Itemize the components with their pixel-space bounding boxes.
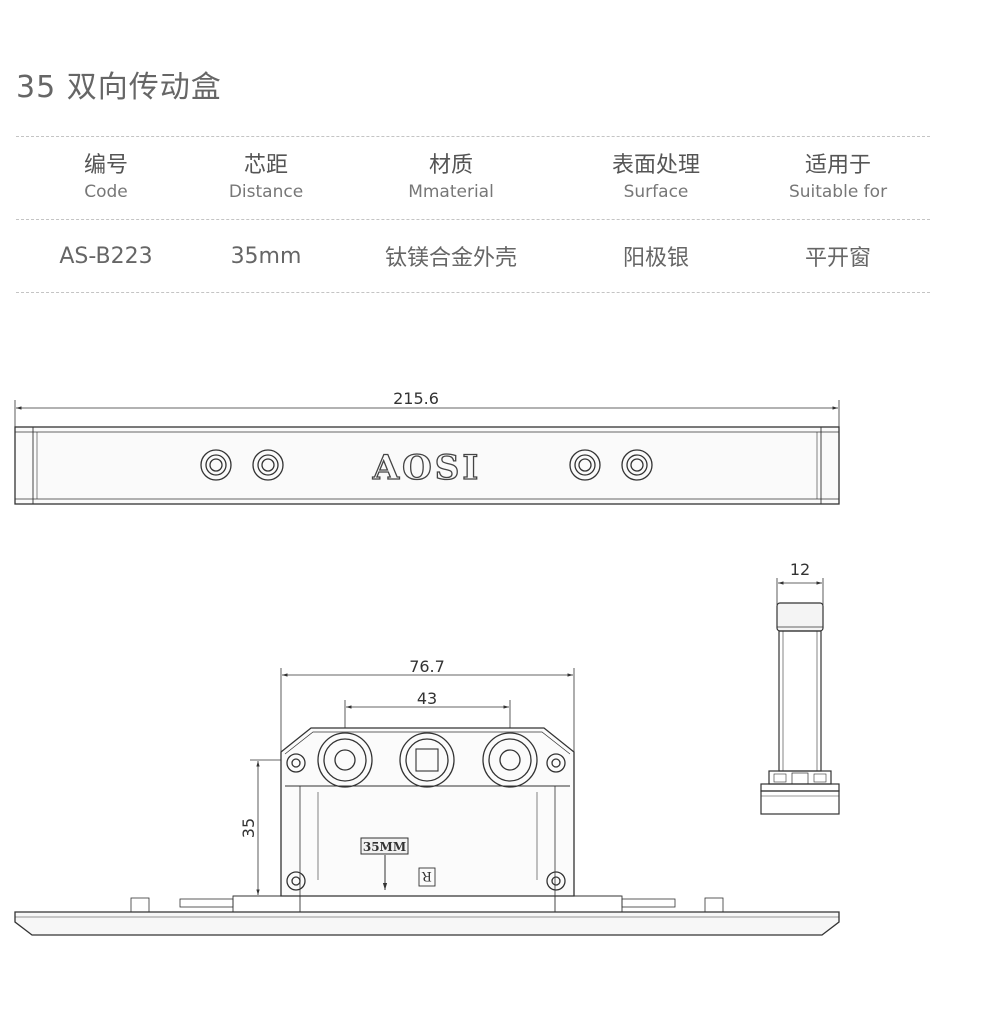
right-boss [482, 732, 538, 788]
header-suitable-for: 适用于 Suitable for [788, 153, 888, 202]
top-view [14, 400, 840, 505]
table-header-row: 编号 Code 芯距 Distance 材质 Mmaterial 表面处理 Su… [16, 137, 930, 219]
spec-table: 编号 Code 芯距 Distance 材质 Mmaterial 表面处理 Su… [16, 136, 930, 293]
screw-hole [286, 753, 306, 773]
header-distance: 芯距 Distance [228, 153, 304, 202]
value-suitable-for: 平开窗 [804, 246, 871, 271]
page-title: 35 双向传动盒 [16, 70, 222, 105]
dimension-width: 76.7 [409, 657, 445, 676]
center-boss [399, 732, 455, 788]
value-surface: 阳极银 [622, 246, 689, 271]
top-hole [621, 449, 653, 481]
stamp-mark: R [421, 868, 432, 883]
table-rule-top [16, 136, 930, 137]
value-material: 钛镁合金外壳 [384, 246, 517, 271]
side-view [760, 578, 840, 815]
stamp-label: 35MM [363, 840, 406, 854]
aosi-logo: AOSI [372, 448, 481, 488]
value-distance: 35mm [230, 243, 302, 269]
top-hole [200, 449, 232, 481]
header-code: 编号 Code [83, 153, 128, 202]
screw-hole [546, 753, 566, 773]
screw-hole [286, 871, 306, 891]
dimension-overall-length: 215.6 [393, 389, 439, 408]
screw-hole [546, 871, 566, 891]
top-hole [252, 449, 284, 481]
top-hole [569, 449, 601, 481]
header-material: 材质 Mmaterial [408, 153, 494, 202]
table-row: AS-B223 35mm 钛镁合金外壳 阳极银 平开窗 [16, 220, 930, 292]
header-surface: 表面处理 Surface [611, 153, 700, 202]
value-code: AS-B223 [59, 243, 153, 269]
table-rule-middle [16, 219, 930, 220]
table-rule-bottom [16, 292, 930, 293]
dimension-hole-spacing: 43 [417, 689, 437, 708]
dimension-thickness: 12 [790, 560, 810, 579]
left-boss [317, 732, 373, 788]
front-view [14, 668, 840, 936]
dimension-height: 35 [239, 818, 258, 838]
